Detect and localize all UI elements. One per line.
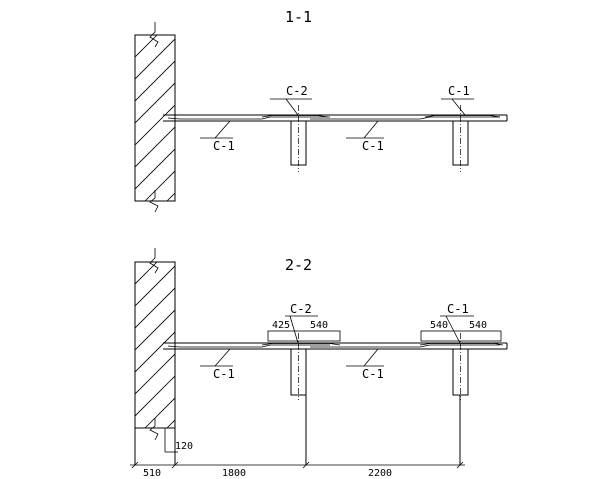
dim-offset-text: 120 — [175, 441, 193, 452]
hatch-line — [135, 262, 136, 263]
hatch-line — [135, 287, 175, 329]
slab-1 — [163, 114, 508, 122]
hatch-line — [135, 375, 175, 417]
beam-1b — [452, 105, 469, 172]
dim-wall-text: 510 — [143, 468, 161, 479]
section-2-title: 2-2 — [285, 256, 312, 274]
hatch-line — [189, 35, 355, 201]
wall-2 — [134, 248, 176, 465]
top-dim-right: 540 540 — [420, 320, 502, 342]
break-line-top — [149, 248, 159, 274]
label-c1-mid-2: C-1 — [346, 348, 384, 381]
section-1-1: 1-1 — [134, 8, 508, 213]
hatch-line — [135, 353, 175, 395]
rebar-top-c2 — [261, 115, 329, 118]
hatch-line — [135, 35, 136, 36]
label-text: C-1 — [362, 367, 384, 381]
rebar-bottom-mid — [310, 116, 500, 120]
hatch-line — [166, 192, 175, 201]
hatch-line — [135, 82, 175, 124]
label-text: C-1 — [448, 84, 470, 98]
hatch-line — [135, 60, 175, 102]
rebar-2 — [167, 343, 504, 348]
hatch-line — [135, 265, 175, 307]
break-line-bottom — [149, 418, 159, 441]
label-leader — [289, 315, 299, 344]
hatch-line — [277, 35, 443, 201]
label-c1-left-1: C-1 — [200, 120, 235, 153]
label-c1-top-1: C-1 — [441, 84, 474, 116]
rebar-top-c1 — [424, 115, 501, 118]
dim-span1-text: 1800 — [222, 468, 246, 479]
label-leader — [451, 98, 466, 116]
rebar-1 — [167, 115, 501, 120]
rebar-top-c1 — [419, 343, 504, 346]
label-text: C-1 — [447, 302, 469, 316]
hatch-line — [321, 35, 487, 201]
beam-2a — [290, 333, 307, 465]
dim-text: 540 — [469, 320, 487, 331]
section-2-2: 2-2 — [130, 248, 508, 479]
beam-1a — [290, 105, 307, 172]
hatch-line — [144, 397, 175, 428]
label-text: C-2 — [286, 84, 308, 98]
label-text: C-1 — [213, 367, 235, 381]
label-leader — [214, 120, 231, 139]
hatch-line — [135, 35, 158, 58]
label-c2-top-1: C-2 — [270, 84, 312, 116]
wall-1 — [134, 22, 487, 213]
dim-tick — [456, 461, 464, 469]
break-line-top — [149, 22, 159, 48]
dim-box — [267, 330, 341, 342]
label-text: C-1 — [362, 139, 384, 153]
rebar-top-c2 — [261, 343, 341, 346]
label-leader — [363, 120, 379, 139]
hatch-line — [135, 104, 175, 146]
label-leader — [214, 348, 231, 367]
top-dim-left: 425 540 — [267, 320, 341, 342]
slab-2 — [163, 342, 508, 350]
hatch-line — [135, 126, 175, 168]
beam-2b — [452, 333, 469, 465]
label-c1-top-2: C-1 — [440, 302, 474, 344]
hatch-line — [255, 35, 421, 201]
label-leader — [445, 315, 461, 344]
dim-span2-text: 2200 — [368, 468, 392, 479]
hatch-line — [135, 331, 175, 373]
label-leader — [363, 348, 379, 367]
dim-text: 425 — [272, 320, 290, 331]
wall-hatching — [135, 35, 487, 201]
wall-outline — [134, 261, 176, 429]
label-c1-mid-1: C-1 — [346, 120, 384, 153]
dim-text: 540 — [430, 320, 448, 331]
label-c2-top-2: C-2 — [285, 302, 318, 344]
hatch-line — [135, 309, 175, 351]
hatch-line — [135, 38, 175, 80]
hatch-line — [299, 35, 465, 201]
label-c1-left-2: C-1 — [200, 348, 235, 381]
section-1-title: 1-1 — [285, 8, 312, 26]
dim-text: 540 — [310, 320, 328, 331]
dim-box — [420, 330, 502, 342]
rebar-bottom-left — [167, 116, 330, 120]
rebar-bottom-mid — [310, 344, 500, 348]
hatch-line — [233, 35, 399, 201]
hatch-line — [144, 170, 175, 201]
hatch-line — [135, 148, 175, 190]
label-leader — [285, 98, 299, 116]
wall-outline — [134, 34, 176, 202]
wall-hatching — [135, 262, 175, 428]
dim-tick — [171, 461, 179, 469]
hatch-line — [211, 35, 377, 201]
dim-tick — [131, 461, 139, 469]
label-text: C-2 — [290, 302, 312, 316]
dim-tick — [302, 461, 310, 469]
break-line-bottom — [149, 190, 159, 213]
rebar-bottom-left — [167, 344, 330, 348]
hatch-line — [135, 262, 158, 285]
bottom-dimensions: 120 510 1800 2200 — [130, 428, 465, 479]
label-text: C-1 — [213, 139, 235, 153]
beam-outline — [290, 349, 307, 396]
